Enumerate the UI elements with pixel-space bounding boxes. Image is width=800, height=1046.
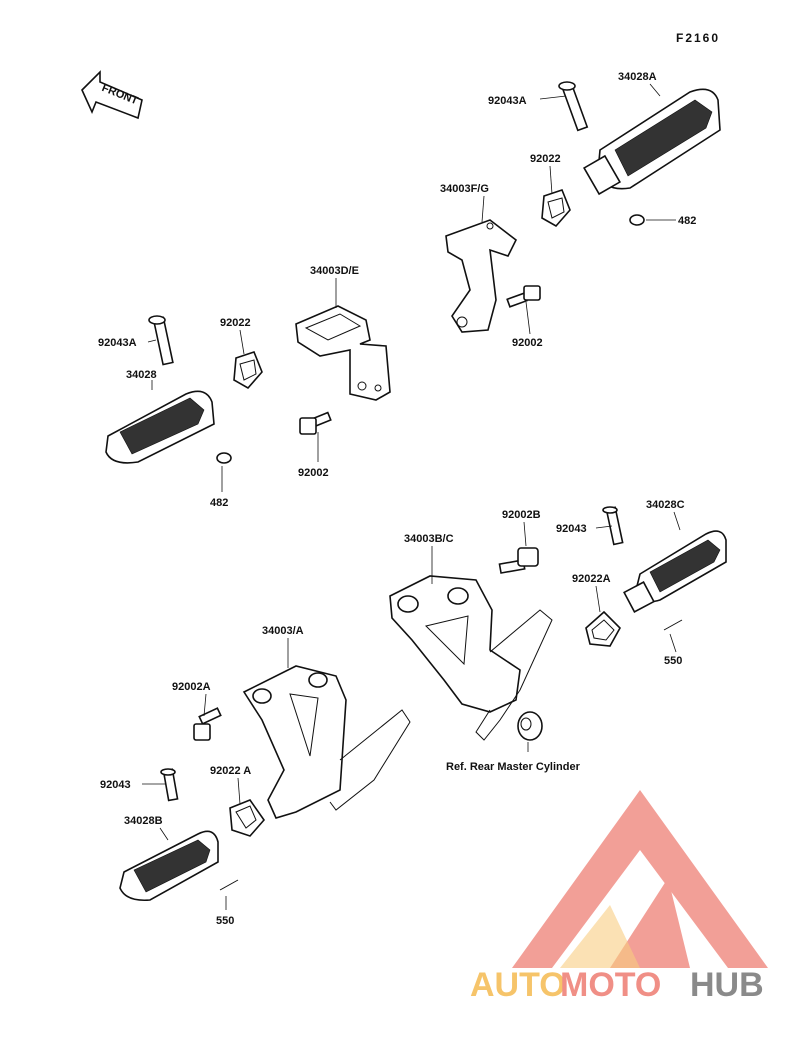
label-34003a: 34003/A (262, 625, 304, 637)
leader-lines (142, 83, 681, 910)
label-34028c: 34028C (646, 499, 685, 511)
label-92043a-left: 92043A (98, 337, 137, 349)
label-ref-rear-master-cylinder: Ref. Rear Master Cylinder (446, 761, 581, 773)
bracket-34003a (242, 665, 411, 819)
footpeg-34028 (105, 390, 215, 464)
footpeg-34028a (583, 88, 721, 196)
watermark-logo (512, 790, 768, 968)
label-550-right: 550 (664, 655, 682, 667)
part-labels: 92043A 34028A 92022 34003F/G 482 34003D/… (98, 71, 696, 927)
washer-92022a-right (585, 610, 621, 647)
bolt-92002b (498, 547, 539, 574)
label-92002b: 92002B (502, 509, 541, 521)
label-550-left: 550 (216, 915, 234, 927)
label-34003de: 34003D/E (310, 265, 359, 277)
washer-92022-top (541, 189, 571, 228)
bracket-34003de (295, 305, 391, 401)
cotter-550-right (663, 619, 683, 631)
bolt-92002a (193, 707, 222, 741)
figure-code: F2160 (676, 31, 720, 45)
watermark-moto: MOTO (560, 966, 661, 1004)
watermark-text: AUTO MOTO HUB (470, 966, 764, 1004)
cotter-550-left (219, 879, 239, 891)
label-34003bc: 34003B/C (404, 533, 454, 545)
watermark-hub: HUB (690, 966, 764, 1004)
label-92022a-left: 92022 A (210, 765, 251, 777)
footpeg-34028b (119, 830, 219, 902)
label-482-top: 482 (678, 215, 696, 227)
cotter-482-left (216, 452, 232, 464)
pin-92043-right (602, 506, 624, 546)
label-92002a: 92002A (172, 681, 211, 693)
label-92043-left: 92043 (100, 779, 131, 791)
bolt-92002-right (506, 285, 541, 308)
washer-92022a-left (229, 799, 266, 837)
label-92043-right: 92043 (556, 523, 587, 535)
washer-92022-mid (233, 351, 263, 390)
label-92002-right: 92002 (512, 337, 543, 349)
bracket-34003bc (389, 575, 553, 741)
label-34028b: 34028B (124, 815, 163, 827)
bolt-92002-mid (299, 411, 332, 435)
label-92002-mid: 92002 (298, 467, 329, 479)
label-92022-top: 92022 (530, 153, 561, 165)
label-34028: 34028 (126, 369, 157, 381)
label-482-left: 482 (210, 497, 228, 509)
cotter-482-top (629, 214, 645, 226)
pin-92043a-left (148, 315, 174, 366)
footpeg-34028c (623, 530, 727, 613)
label-92043a-top: 92043A (488, 95, 527, 107)
label-92022a-right: 92022A (572, 573, 611, 585)
watermark-auto: AUTO (470, 966, 566, 1004)
pin-92043a-top (558, 81, 589, 132)
bracket-34003fg (445, 219, 518, 333)
rear-master-cylinder-ref (517, 711, 543, 741)
label-92022-mid: 92022 (220, 317, 251, 329)
front-arrow: FRONT (81, 70, 143, 120)
label-34003fg: 34003F/G (440, 183, 489, 195)
pin-92043-left (160, 768, 179, 802)
label-34028a: 34028A (618, 71, 657, 83)
